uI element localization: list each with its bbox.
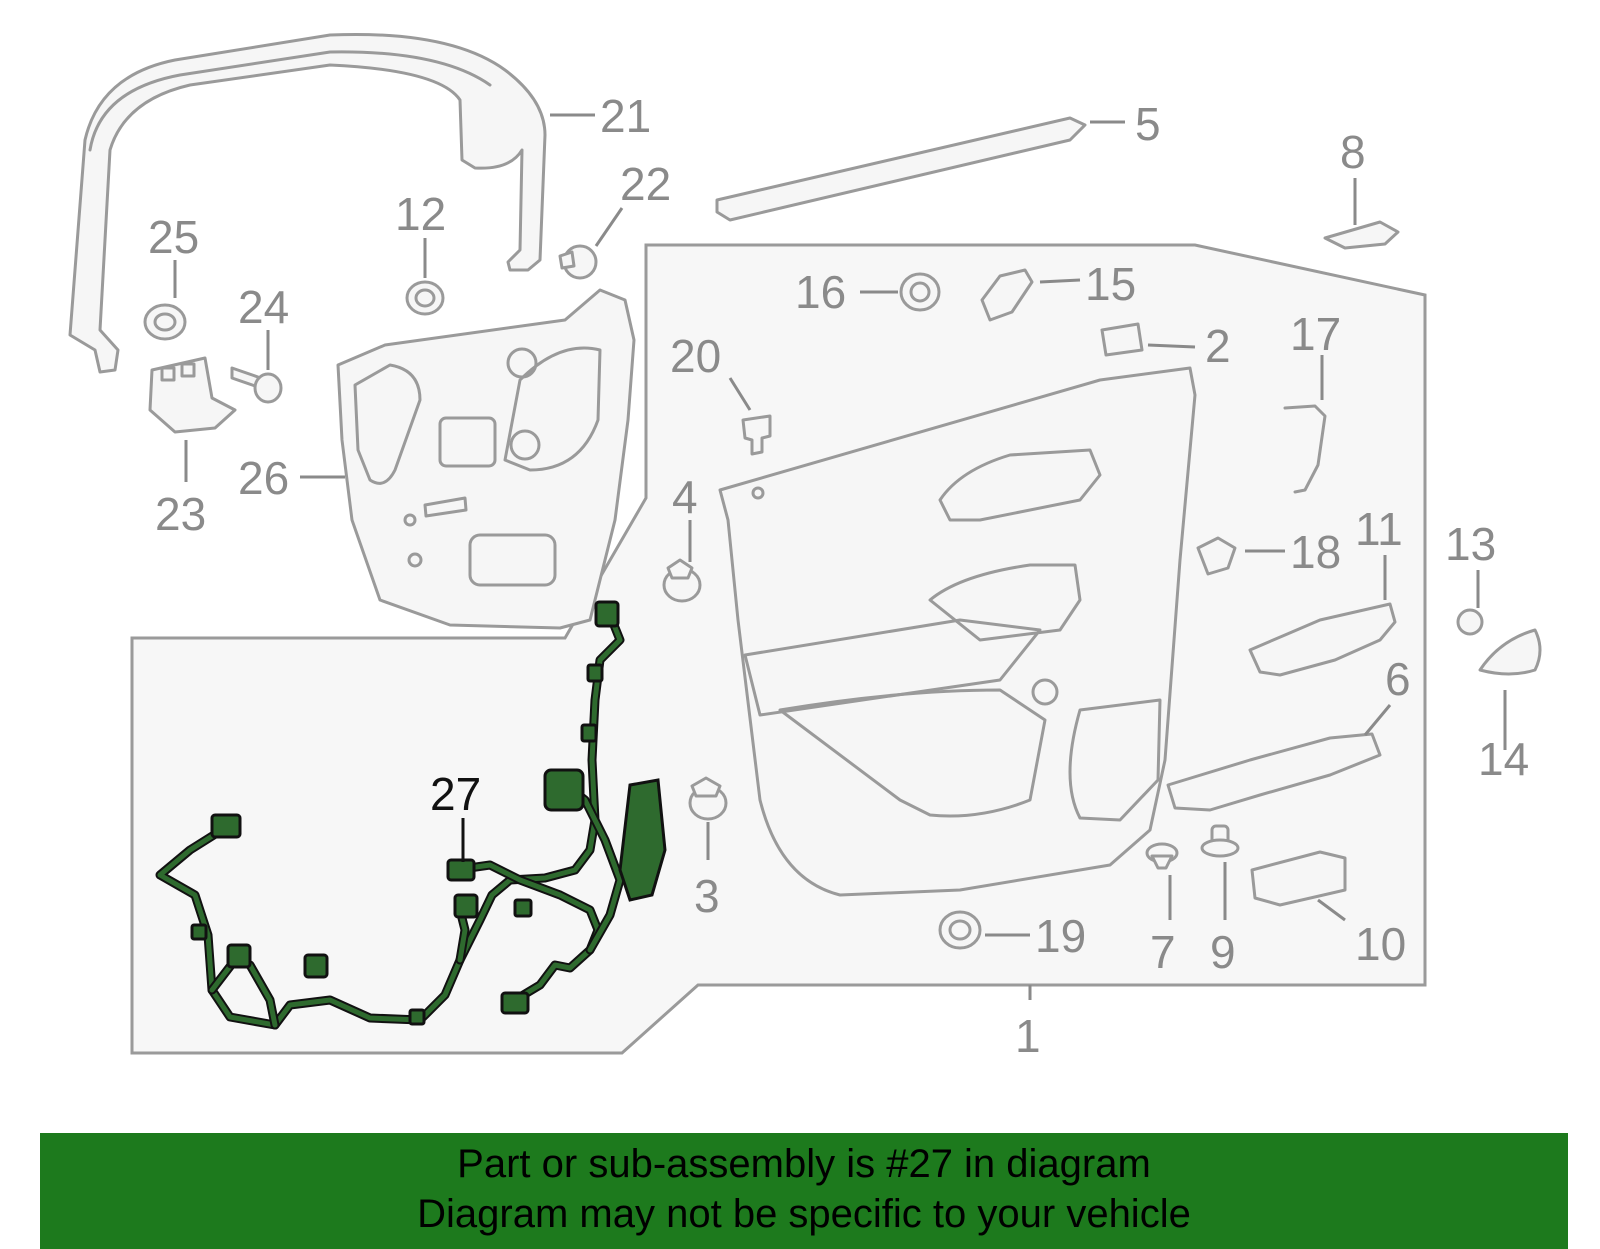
part-23-bracket — [148, 356, 237, 434]
part-26-panel — [336, 288, 636, 630]
part-6-switch-bezel — [1166, 732, 1382, 812]
callout-11: 11 — [1355, 503, 1403, 555]
callout-5: 5 — [1135, 98, 1161, 150]
part-24-bolt — [230, 366, 283, 404]
part-2-clip — [1100, 322, 1144, 357]
callout-21: 21 — [600, 90, 651, 142]
part-16-grommet — [899, 272, 941, 312]
callout-labels: 1 2 3 4 5 6 7 8 9 10 11 12 13 14 15 16 1… — [148, 90, 1529, 1062]
part-7-grommet — [1145, 842, 1179, 870]
callout-1: 1 — [1015, 1010, 1041, 1062]
info-banner: Part or sub-assembly is #27 in diagram D… — [40, 1133, 1568, 1249]
callout-7: 7 — [1150, 926, 1176, 978]
callout-6: 6 — [1385, 653, 1411, 705]
part-25-grommet — [143, 303, 187, 341]
part-9-push-pin — [1200, 824, 1240, 858]
part-3-clip — [688, 776, 728, 821]
callout-27: 27 — [430, 768, 481, 820]
callout-26: 26 — [238, 452, 289, 504]
part-22-clip — [558, 244, 598, 280]
callout-22: 22 — [620, 158, 671, 210]
callout-10: 10 — [1355, 918, 1406, 970]
callout-15: 15 — [1085, 258, 1136, 310]
part-10-switch — [1250, 850, 1347, 907]
part-13-screw — [1456, 608, 1484, 636]
banner-line-2: Diagram may not be specific to your vehi… — [417, 1192, 1191, 1236]
part-17-cable — [1283, 404, 1327, 494]
callout-8: 8 — [1340, 126, 1366, 178]
part-21-frame — [68, 32, 547, 374]
callout-9: 9 — [1210, 926, 1236, 978]
callout-19: 19 — [1035, 910, 1086, 962]
part-1-door-trim — [718, 366, 1197, 897]
part-14-cover — [1478, 628, 1542, 676]
part-11-handle — [1248, 602, 1397, 677]
callout-20: 20 — [670, 330, 721, 382]
part-5-strip — [715, 116, 1087, 222]
callout-14: 14 — [1478, 733, 1529, 785]
callout-23: 23 — [155, 488, 206, 540]
callout-13: 13 — [1445, 518, 1496, 570]
callout-12: 12 — [395, 188, 446, 240]
part-18-clip — [1196, 536, 1237, 576]
part-19-plug — [938, 910, 982, 950]
part-4-clip — [662, 558, 702, 603]
part-12-grommet — [405, 280, 445, 316]
part-20-pin — [741, 414, 772, 456]
part-15-clip — [980, 268, 1034, 322]
callout-16: 16 — [795, 266, 846, 318]
callout-25: 25 — [148, 211, 199, 263]
leader-lines — [173, 113, 1507, 1000]
callout-4: 4 — [672, 471, 698, 523]
callout-18: 18 — [1290, 526, 1341, 578]
part-8 — [1323, 220, 1400, 250]
callout-17: 17 — [1290, 308, 1341, 360]
callout-3: 3 — [694, 870, 720, 922]
part-27-wiring-harness — [155, 600, 667, 1030]
callout-2: 2 — [1205, 320, 1231, 372]
banner-line-1: Part or sub-assembly is #27 in diagram — [457, 1142, 1151, 1186]
callout-24: 24 — [238, 281, 289, 333]
